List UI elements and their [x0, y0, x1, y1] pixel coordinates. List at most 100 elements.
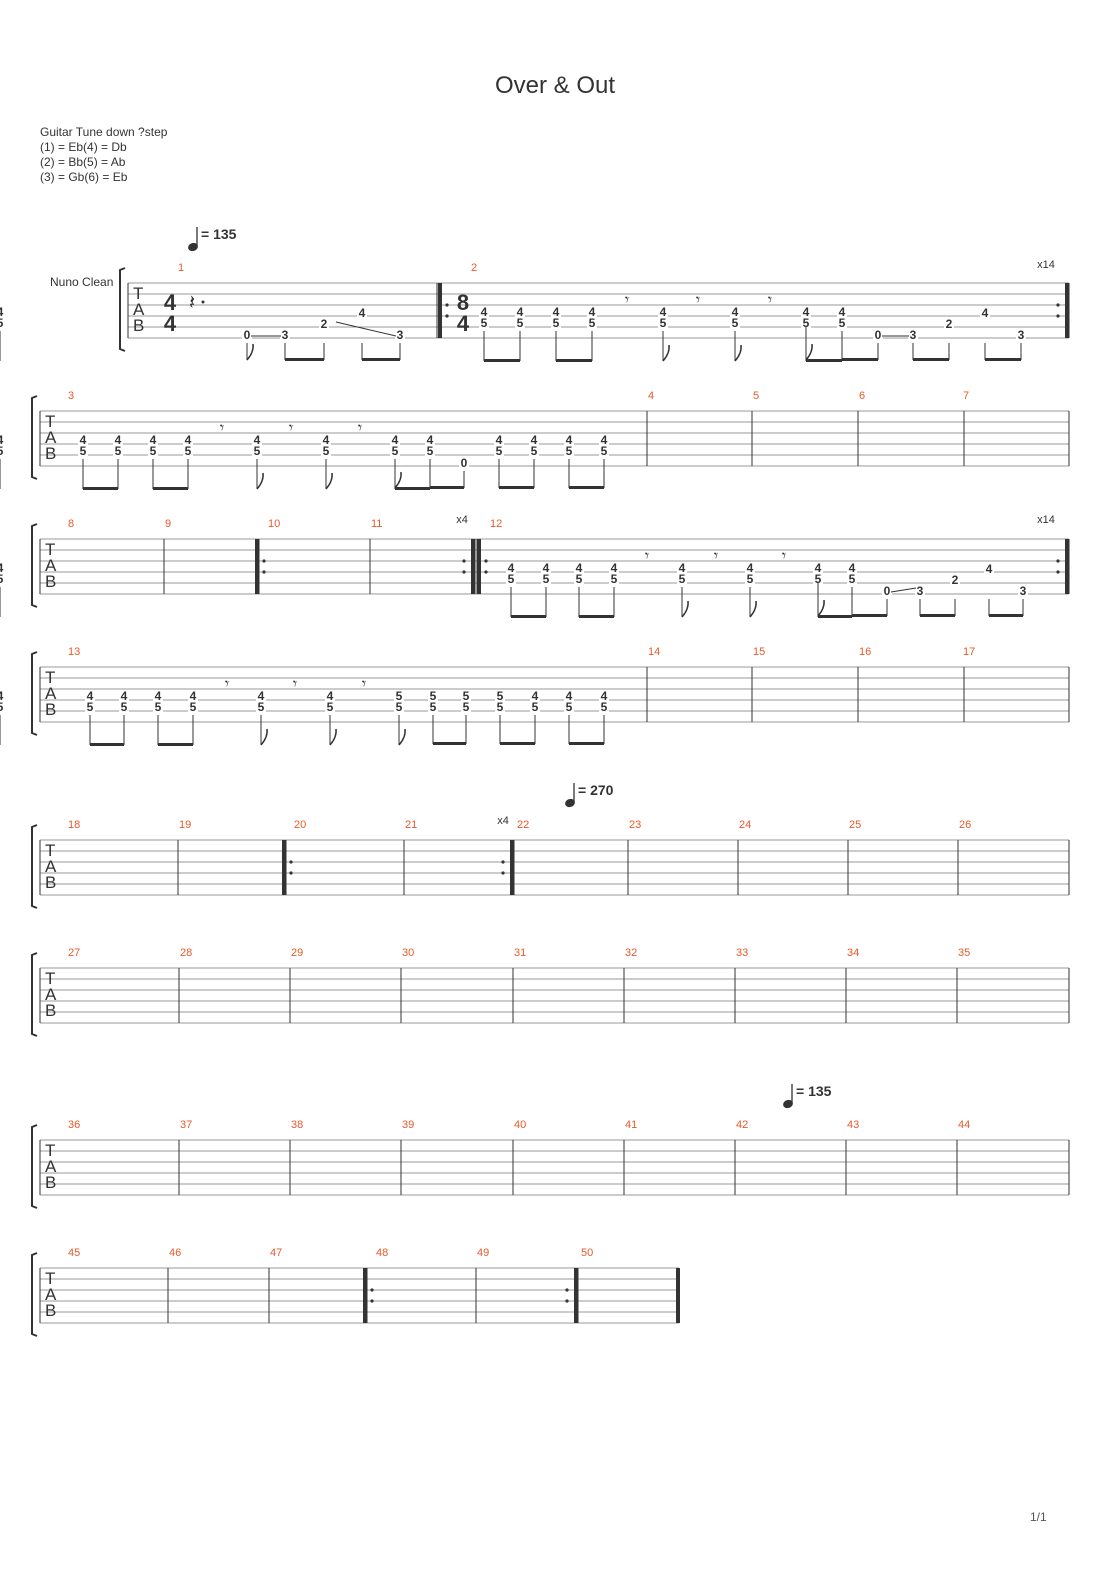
- fret-bg: [0, 691, 5, 702]
- fret-number: 5: [121, 700, 128, 714]
- eighth-rest: 𝄾: [768, 292, 772, 309]
- fret-bg: [242, 330, 252, 341]
- fret-bg: [252, 435, 262, 446]
- fret-bg: [530, 691, 540, 702]
- fret-number: 5: [517, 316, 524, 330]
- fret-number: 4: [508, 561, 515, 575]
- fret-bg: [529, 446, 539, 457]
- fret-bg: [319, 319, 329, 330]
- fret-bg: [1018, 586, 1028, 597]
- measure-number: 12: [490, 518, 502, 530]
- fret-bg: [479, 318, 489, 329]
- repeat-dot: [262, 559, 266, 563]
- tempo-bpm: = 135: [201, 226, 237, 242]
- fret-bg: [677, 574, 687, 585]
- fret-bg: [459, 458, 469, 469]
- quarter-note-icon: [188, 242, 198, 252]
- fret-bg: [390, 446, 400, 457]
- fret-number: 4: [254, 433, 261, 447]
- repeat-dot: [289, 871, 293, 875]
- note-flag: [256, 472, 264, 490]
- fret-number: 4: [732, 305, 739, 319]
- tab-clef-b: B: [45, 572, 56, 591]
- repeat-start-barline: [282, 840, 286, 895]
- note-beam: [158, 743, 193, 746]
- fret-number: 4: [323, 433, 330, 447]
- fret-bg: [609, 563, 619, 574]
- fret-number: 4: [155, 689, 162, 703]
- fret-bg: [325, 702, 335, 713]
- fret-bg: [541, 563, 551, 574]
- fret-bg: [837, 307, 847, 318]
- fret-number: 5: [481, 316, 488, 330]
- fret-number: 5: [815, 572, 822, 586]
- fret-bg: [461, 702, 471, 713]
- note-beam: [852, 614, 887, 617]
- fret-number: 4: [986, 562, 993, 576]
- fret-number: 4: [566, 433, 573, 447]
- tab-clef-t: T: [45, 969, 55, 988]
- repeat-end-barline: [510, 840, 514, 895]
- fret-bg: [730, 307, 740, 318]
- fret-number: 5: [87, 700, 94, 714]
- tab-clef-a: A: [45, 985, 57, 1004]
- system-bracket: [31, 651, 38, 736]
- measure-number: 42: [736, 1119, 748, 1131]
- fret-bg: [599, 702, 609, 713]
- measure-number: 33: [736, 947, 748, 959]
- fret-bg: [574, 563, 584, 574]
- note-flag: [681, 600, 689, 618]
- eighth-rest: 𝄾: [625, 292, 629, 309]
- note-flag: [749, 600, 757, 618]
- tuning-header: Guitar Tune down ?step: [40, 125, 168, 139]
- fret-number: 4: [359, 306, 366, 320]
- measure-number: 20: [294, 819, 306, 831]
- repeat-count: x4: [456, 514, 468, 526]
- tab-clef-t: T: [45, 540, 55, 559]
- measure-number: 13: [68, 646, 80, 658]
- fret-number: 5: [463, 689, 470, 703]
- note-beam: [818, 615, 852, 618]
- fret-bg: [113, 446, 123, 457]
- fret-bg: [188, 702, 198, 713]
- fret-number: 3: [910, 328, 917, 342]
- fret-bg: [119, 691, 129, 702]
- system-bracket: [31, 824, 38, 909]
- fret-bg: [658, 307, 668, 318]
- fret-bg: [494, 435, 504, 446]
- fret-bg: [908, 330, 918, 341]
- fret-number: 4: [87, 689, 94, 703]
- measure-number: 44: [958, 1119, 970, 1131]
- time-signature-bottom: 4: [457, 311, 470, 336]
- system-bracket: [31, 523, 38, 608]
- time-signature-bottom: 4: [164, 311, 177, 336]
- fret-bg: [745, 574, 755, 585]
- fret-number: 5: [576, 572, 583, 586]
- measure-number: 32: [625, 947, 637, 959]
- repeat-dot: [1056, 303, 1060, 307]
- measure-number: 7: [963, 390, 969, 402]
- fret-bg: [745, 563, 755, 574]
- measure-number: 28: [180, 947, 192, 959]
- measure-number: 16: [859, 646, 871, 658]
- fret-number: 4: [543, 561, 550, 575]
- repeat-dot: [501, 860, 505, 864]
- note-beam: [511, 615, 546, 618]
- note-beam: [153, 487, 188, 490]
- repeat-start-barline: [438, 283, 442, 338]
- note-flag: [817, 599, 825, 617]
- fret-number: 5: [566, 444, 573, 458]
- tab-clef-t: T: [45, 841, 55, 860]
- fret-bg: [148, 446, 158, 457]
- measure-number: 9: [165, 518, 171, 530]
- measure-number: 29: [291, 947, 303, 959]
- repeat-dot: [445, 314, 449, 318]
- fret-bg: [813, 574, 823, 585]
- fret-number: 4: [747, 561, 754, 575]
- fret-bg: [495, 691, 505, 702]
- measure-number: 4: [648, 390, 654, 402]
- tab-clef-b: B: [45, 700, 56, 719]
- fret-number: 4: [517, 305, 524, 319]
- fret-bg: [78, 435, 88, 446]
- fret-bg: [529, 435, 539, 446]
